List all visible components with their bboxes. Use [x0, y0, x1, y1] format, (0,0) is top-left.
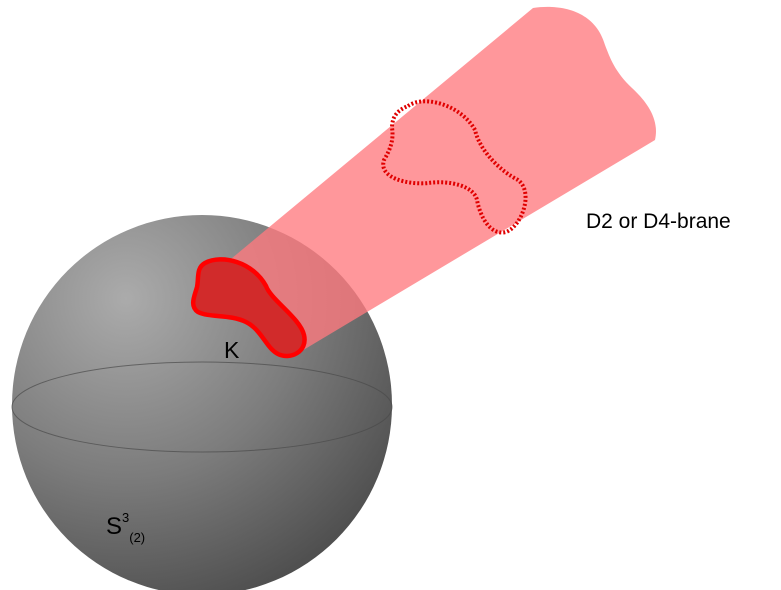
sphere-label-base: S [106, 513, 123, 540]
sphere-equator [11, 361, 393, 453]
knot-label: K [224, 337, 240, 363]
brane-boundary-loop [381, 99, 528, 235]
brane-label: D2 or D4-brane [586, 210, 731, 233]
sphere-label: S3 (2) [106, 510, 146, 545]
sphere-label-subscript: (2) [129, 529, 146, 545]
sphere-label-superscript: 3 [122, 510, 130, 525]
brane [196, 6, 656, 353]
knot-k [190, 257, 307, 359]
